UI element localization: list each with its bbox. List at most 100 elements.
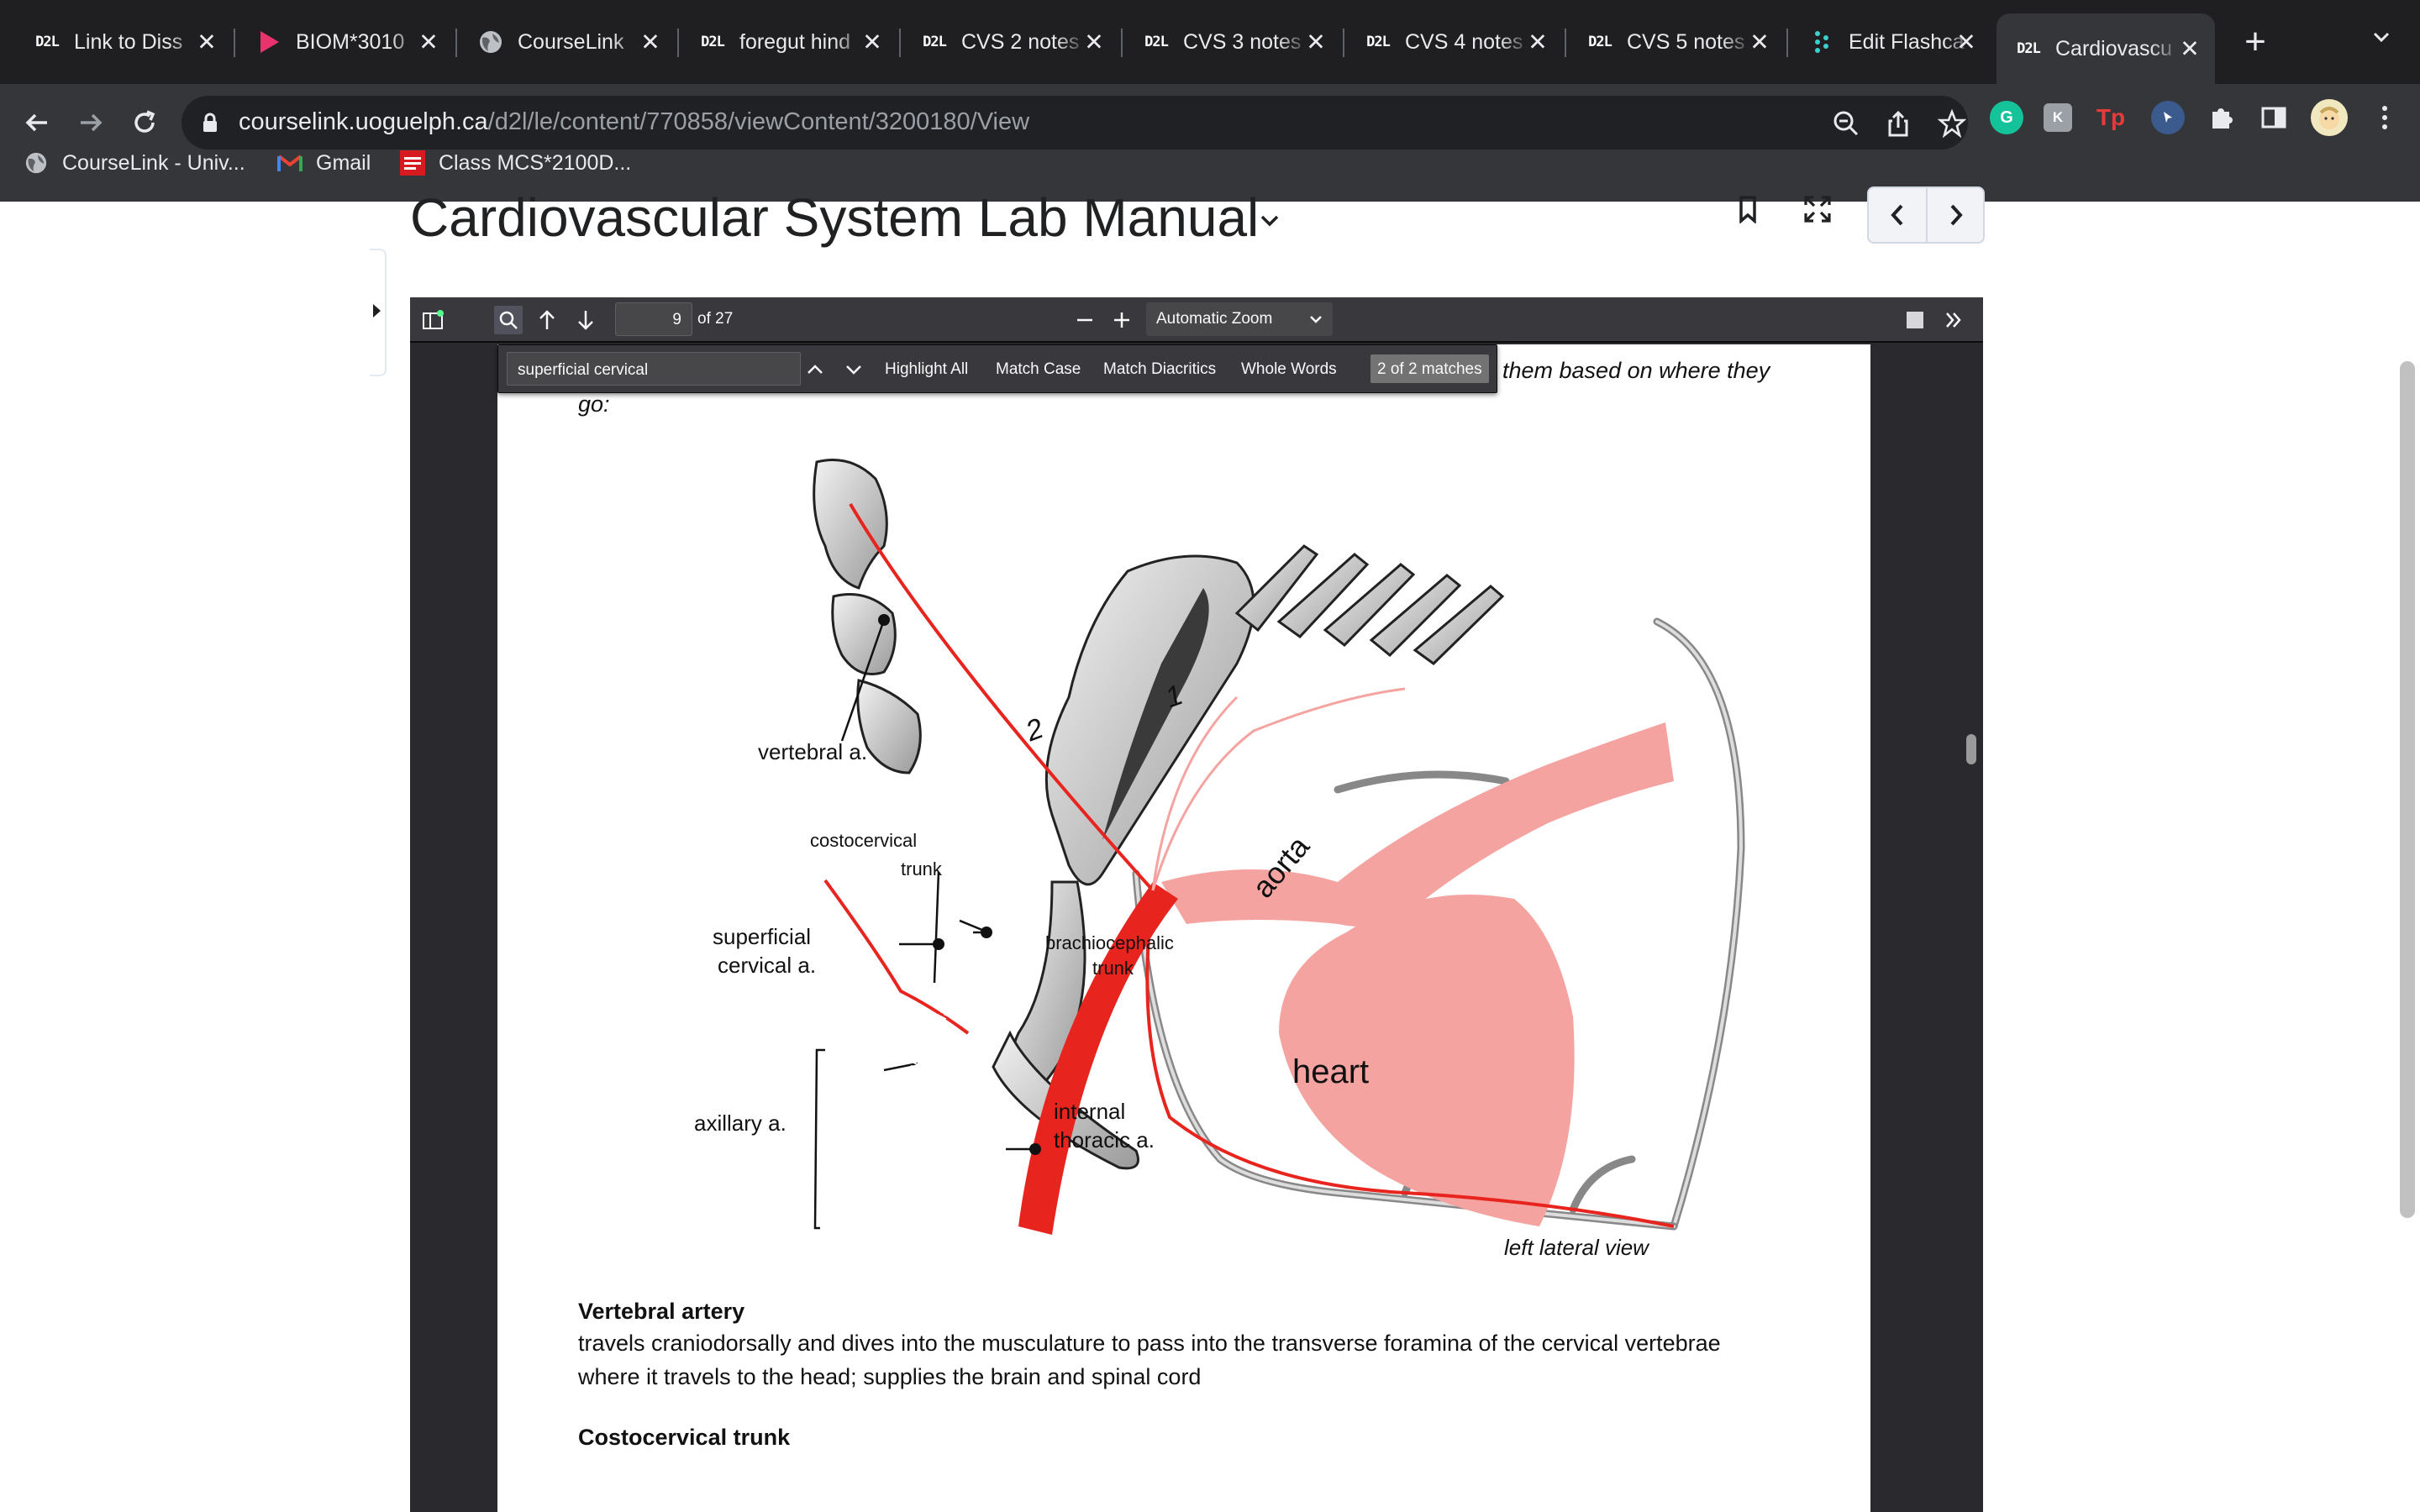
tp-extension-icon[interactable]: Tp — [2096, 104, 2126, 130]
close-icon[interactable]: ✕ — [1528, 29, 1548, 55]
tab-title: CVS 2 notes — [961, 29, 1080, 54]
previous-page-button[interactable] — [533, 306, 561, 334]
find-button[interactable] — [494, 306, 523, 334]
intro-text: them based on where they — [1502, 358, 1770, 383]
d2l-icon: D2L — [2017, 40, 2041, 57]
find-input[interactable]: superficial cervical — [507, 352, 801, 386]
zoom-in-button[interactable] — [1107, 306, 1136, 334]
grammarly-icon[interactable]: G — [1990, 101, 2023, 134]
sidebar-toggle-button[interactable] — [418, 306, 447, 334]
match-case-option[interactable]: Match Case — [996, 360, 1081, 378]
zoom-select[interactable]: Automatic Zoom — [1146, 302, 1333, 336]
d2l-icon: D2L — [1588, 34, 1612, 50]
close-icon[interactable]: ✕ — [1306, 29, 1326, 55]
tab-cvs3-notes[interactable]: D2L CVS 3 notes ✕ — [1124, 13, 1341, 71]
close-icon[interactable]: ✕ — [1956, 29, 1976, 55]
d2l-icon: D2L — [1144, 34, 1169, 50]
close-icon[interactable]: ✕ — [862, 29, 882, 55]
page-scrollbar-thumb[interactable] — [2400, 361, 2415, 1218]
extension-icon[interactable]: K — [2044, 103, 2072, 132]
d2l-icon: D2L — [923, 34, 947, 50]
label-costocervical: costocervical — [810, 830, 918, 851]
chevron-down-icon[interactable] — [1255, 207, 1284, 235]
tab-title: Cardiovascu — [2055, 36, 2172, 60]
tab-title: Edit Flashca — [1849, 29, 1965, 54]
sidebar-icon — [423, 310, 444, 329]
costocervical-heading: Costocervical trunk — [578, 1425, 791, 1450]
bookmark-gmail[interactable]: Gmail — [277, 146, 371, 180]
tab-title: foregut hind — [739, 29, 851, 54]
find-previous-icon[interactable] — [804, 359, 826, 381]
close-icon[interactable]: ✕ — [197, 29, 217, 55]
globe-icon — [24, 150, 49, 176]
close-icon[interactable]: ✕ — [640, 29, 660, 55]
bookmark-class-mcs[interactable]: Class MCS*2100D... — [400, 146, 631, 180]
double-chevron-right-icon — [1946, 312, 1961, 328]
menu-icon[interactable] — [2368, 101, 2402, 134]
whole-words-option[interactable]: Whole Words — [1241, 360, 1337, 378]
caret-right-icon — [373, 304, 381, 318]
label-superficial-cervical-2: cervical a. — [718, 953, 817, 978]
tab-biom3010[interactable]: BIOM*3010 ✕ — [237, 13, 454, 71]
tab-cardiovascular[interactable]: D2L Cardiovascu ✕ — [1996, 13, 2215, 84]
label-heart: heart — [1292, 1053, 1370, 1090]
lock-icon[interactable] — [202, 113, 218, 133]
close-icon[interactable]: ✕ — [1749, 29, 1770, 55]
tab-cvs5-notes[interactable]: D2L CVS 5 notes ✕ — [1568, 13, 1785, 71]
share-icon[interactable] — [1884, 109, 1912, 138]
url-text[interactable]: courselink.uoguelph.ca/d2l/le/content/77… — [239, 108, 1030, 135]
puzzle-icon[interactable] — [2205, 101, 2238, 134]
cervical-vertebrae — [813, 459, 922, 774]
next-page-button[interactable] — [571, 306, 600, 334]
highlight-all-option[interactable]: Highlight All — [885, 360, 969, 378]
arteries-thin — [823, 502, 1675, 1228]
cursor-extension-icon[interactable] — [2151, 101, 2185, 134]
pdf-scrollbar-thumb[interactable] — [1966, 734, 1976, 764]
label-brachiocephalic-2: trunk — [1092, 958, 1134, 979]
match-diacritics-option[interactable]: Match Diacritics — [1103, 360, 1217, 378]
previous-topic-button[interactable] — [1869, 188, 1926, 242]
tab-link-to-diss[interactable]: D2L Link to Diss ✕ — [15, 13, 232, 71]
forward-button[interactable] — [67, 99, 114, 146]
tab-cvs2-notes[interactable]: D2L CVS 2 notes ✕ — [902, 13, 1119, 71]
tab-foregut-hind[interactable]: D2L foregut hind ✕ — [681, 13, 897, 71]
new-tab-button[interactable]: + — [2244, 21, 2266, 62]
reload-button[interactable] — [121, 99, 168, 146]
avatar[interactable] — [2311, 99, 2348, 136]
find-next-icon[interactable] — [843, 359, 865, 381]
bookmark-icon[interactable] — [1738, 195, 1758, 223]
tab-cvs4-notes[interactable]: D2L CVS 4 notes ✕ — [1346, 13, 1563, 71]
zoom-icon[interactable] — [1832, 109, 1860, 138]
page-number-input[interactable]: 9 — [615, 302, 692, 336]
label-internal-thoracic-2: thoracic a. — [1054, 1127, 1155, 1152]
star-icon[interactable] — [1938, 109, 1966, 138]
tab-title: CVS 5 notes — [1627, 29, 1745, 54]
back-button[interactable] — [13, 99, 60, 146]
subclavian-artery — [1018, 882, 1178, 1235]
tab-search-button[interactable] — [2370, 25, 2393, 55]
minus-icon — [1077, 318, 1092, 322]
reload-icon — [134, 110, 155, 133]
close-icon[interactable]: ✕ — [2180, 35, 2200, 62]
label-axillary: axillary a. — [694, 1110, 786, 1136]
label-view: left lateral view — [1504, 1235, 1649, 1260]
bookmarks-bar: CourseLink - Univ... Gmail Class MCS*210… — [0, 141, 2420, 185]
vertebral-text-2: where it travels to the head; supplies t… — [578, 1364, 1202, 1389]
tools-button[interactable] — [1939, 306, 1968, 334]
tab-edit-flashcards[interactable]: Edit Flashca ✕ — [1790, 13, 1991, 71]
tab-title: CVS 4 notes — [1405, 29, 1523, 54]
close-icon[interactable]: ✕ — [1084, 29, 1104, 55]
tab-courselink[interactable]: CourseLink ✕ — [459, 13, 676, 71]
chevron-down-icon — [1310, 316, 1322, 323]
address-bar[interactable]: courselink.uoguelph.ca/d2l/le/content/77… — [182, 96, 1968, 150]
zoom-out-button[interactable] — [1071, 306, 1099, 334]
arrow-left-icon — [25, 113, 47, 132]
leader-lines — [813, 619, 1035, 1230]
close-icon[interactable]: ✕ — [418, 29, 439, 55]
fullscreen-icon[interactable] — [1803, 195, 1832, 223]
presentation-mode-button[interactable] — [1901, 306, 1929, 334]
next-topic-button[interactable] — [1928, 188, 1985, 242]
find-bar: superficial cervical Highlight All Match… — [497, 344, 1497, 393]
bookmark-courselink[interactable]: CourseLink - Univ... — [24, 146, 245, 180]
side-panel-icon[interactable] — [2257, 101, 2291, 134]
